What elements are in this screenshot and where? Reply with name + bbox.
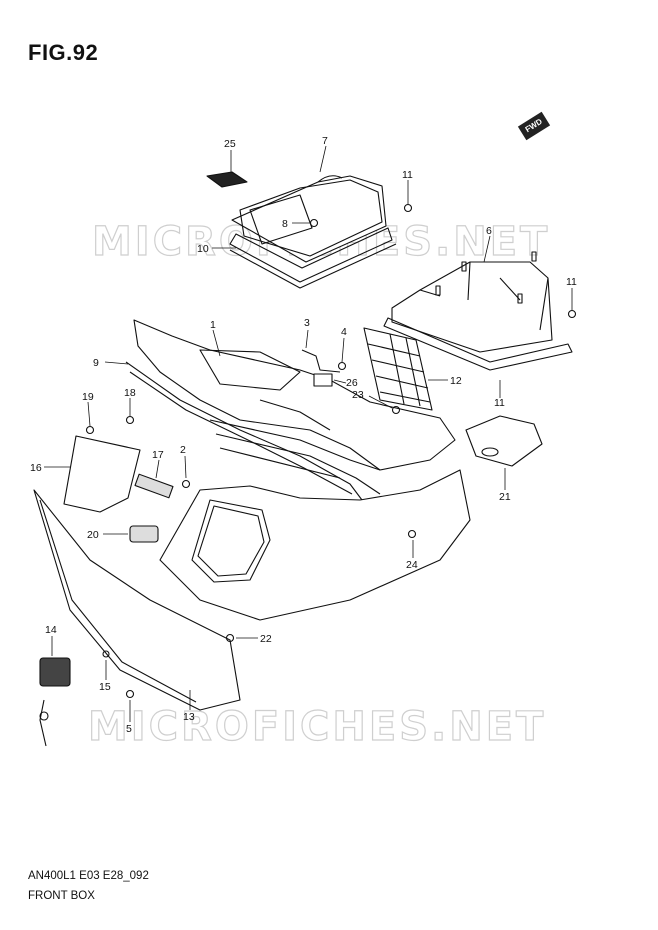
callout-16: 16 (30, 462, 42, 474)
callout-26: 26 (346, 377, 358, 389)
part-2-screw-icon (181, 479, 191, 489)
part-13-inner-panel (33, 489, 241, 711)
callout-21: 21 (499, 491, 511, 503)
part-7-lid (231, 175, 387, 263)
callout-18: 18 (124, 387, 136, 399)
part-5-screw-icon (125, 689, 135, 699)
part-23-screw-icon (391, 405, 401, 415)
part-11-seal (383, 317, 573, 371)
callout-23: 23 (352, 389, 364, 401)
part-11-screw-icon (403, 203, 413, 213)
callout-6: 6 (486, 225, 492, 237)
part-1-frame (133, 319, 456, 495)
callout-7: 7 (322, 135, 328, 147)
part-9-trim (125, 361, 363, 501)
callout-3: 3 (304, 317, 310, 329)
part-20-latch (129, 525, 159, 543)
part-11-screw-icon-right (567, 309, 577, 319)
part-10-seal (229, 227, 393, 283)
callout-22: 22 (260, 633, 272, 645)
part-24-screw-icon (407, 529, 417, 539)
callout-20: 20 (87, 529, 99, 541)
part-14-lock (39, 657, 71, 747)
figure-title: FIG.92 (28, 40, 99, 65)
callout-10: 10 (197, 243, 209, 255)
part-16-lid-panel (63, 435, 141, 513)
callout-11-right: 11 (566, 276, 577, 288)
callout-1: 1 (210, 319, 216, 331)
figure-name: FRONT BOX (28, 890, 95, 902)
watermark-bottom: MICROFICHES.NET (88, 704, 546, 750)
callout-2: 2 (180, 444, 186, 456)
figure-code: AN400L1 E03 E28_092 (28, 870, 149, 882)
part-18-spring-icon (125, 415, 135, 425)
front-box-body (159, 469, 471, 621)
callout-17: 17 (152, 449, 164, 461)
callout-15: 15 (99, 681, 111, 693)
callout-13: 13 (183, 711, 195, 723)
callout-12: 12 (450, 375, 462, 387)
part-3-wire (301, 349, 341, 373)
callout-24: 24 (406, 559, 418, 571)
callout-19: 19 (82, 391, 94, 403)
callout-5: 5 (126, 723, 132, 735)
part-8-screw-icon (309, 218, 319, 228)
part-22-clip-icon (225, 633, 235, 643)
callout-9: 9 (93, 357, 99, 369)
callout-8: 8 (282, 218, 288, 230)
callout-11-lower: 11 (494, 397, 505, 409)
callout-25: 25 (224, 138, 236, 150)
part-17-hinge (134, 473, 174, 499)
part-25-label (206, 171, 248, 188)
part-19-clip-icon (85, 425, 95, 435)
part-15-screw-icon (102, 650, 110, 658)
callout-4: 4 (341, 326, 347, 338)
part-12-grid-panel (363, 327, 433, 411)
part-26-pad (313, 373, 333, 387)
part-6-cover (391, 251, 553, 353)
callout-14: 14 (45, 624, 57, 636)
part-4-screw-icon (337, 361, 347, 371)
callout-11: 11 (402, 169, 413, 181)
leader-lines (44, 145, 573, 722)
part-21-cover (465, 415, 543, 467)
